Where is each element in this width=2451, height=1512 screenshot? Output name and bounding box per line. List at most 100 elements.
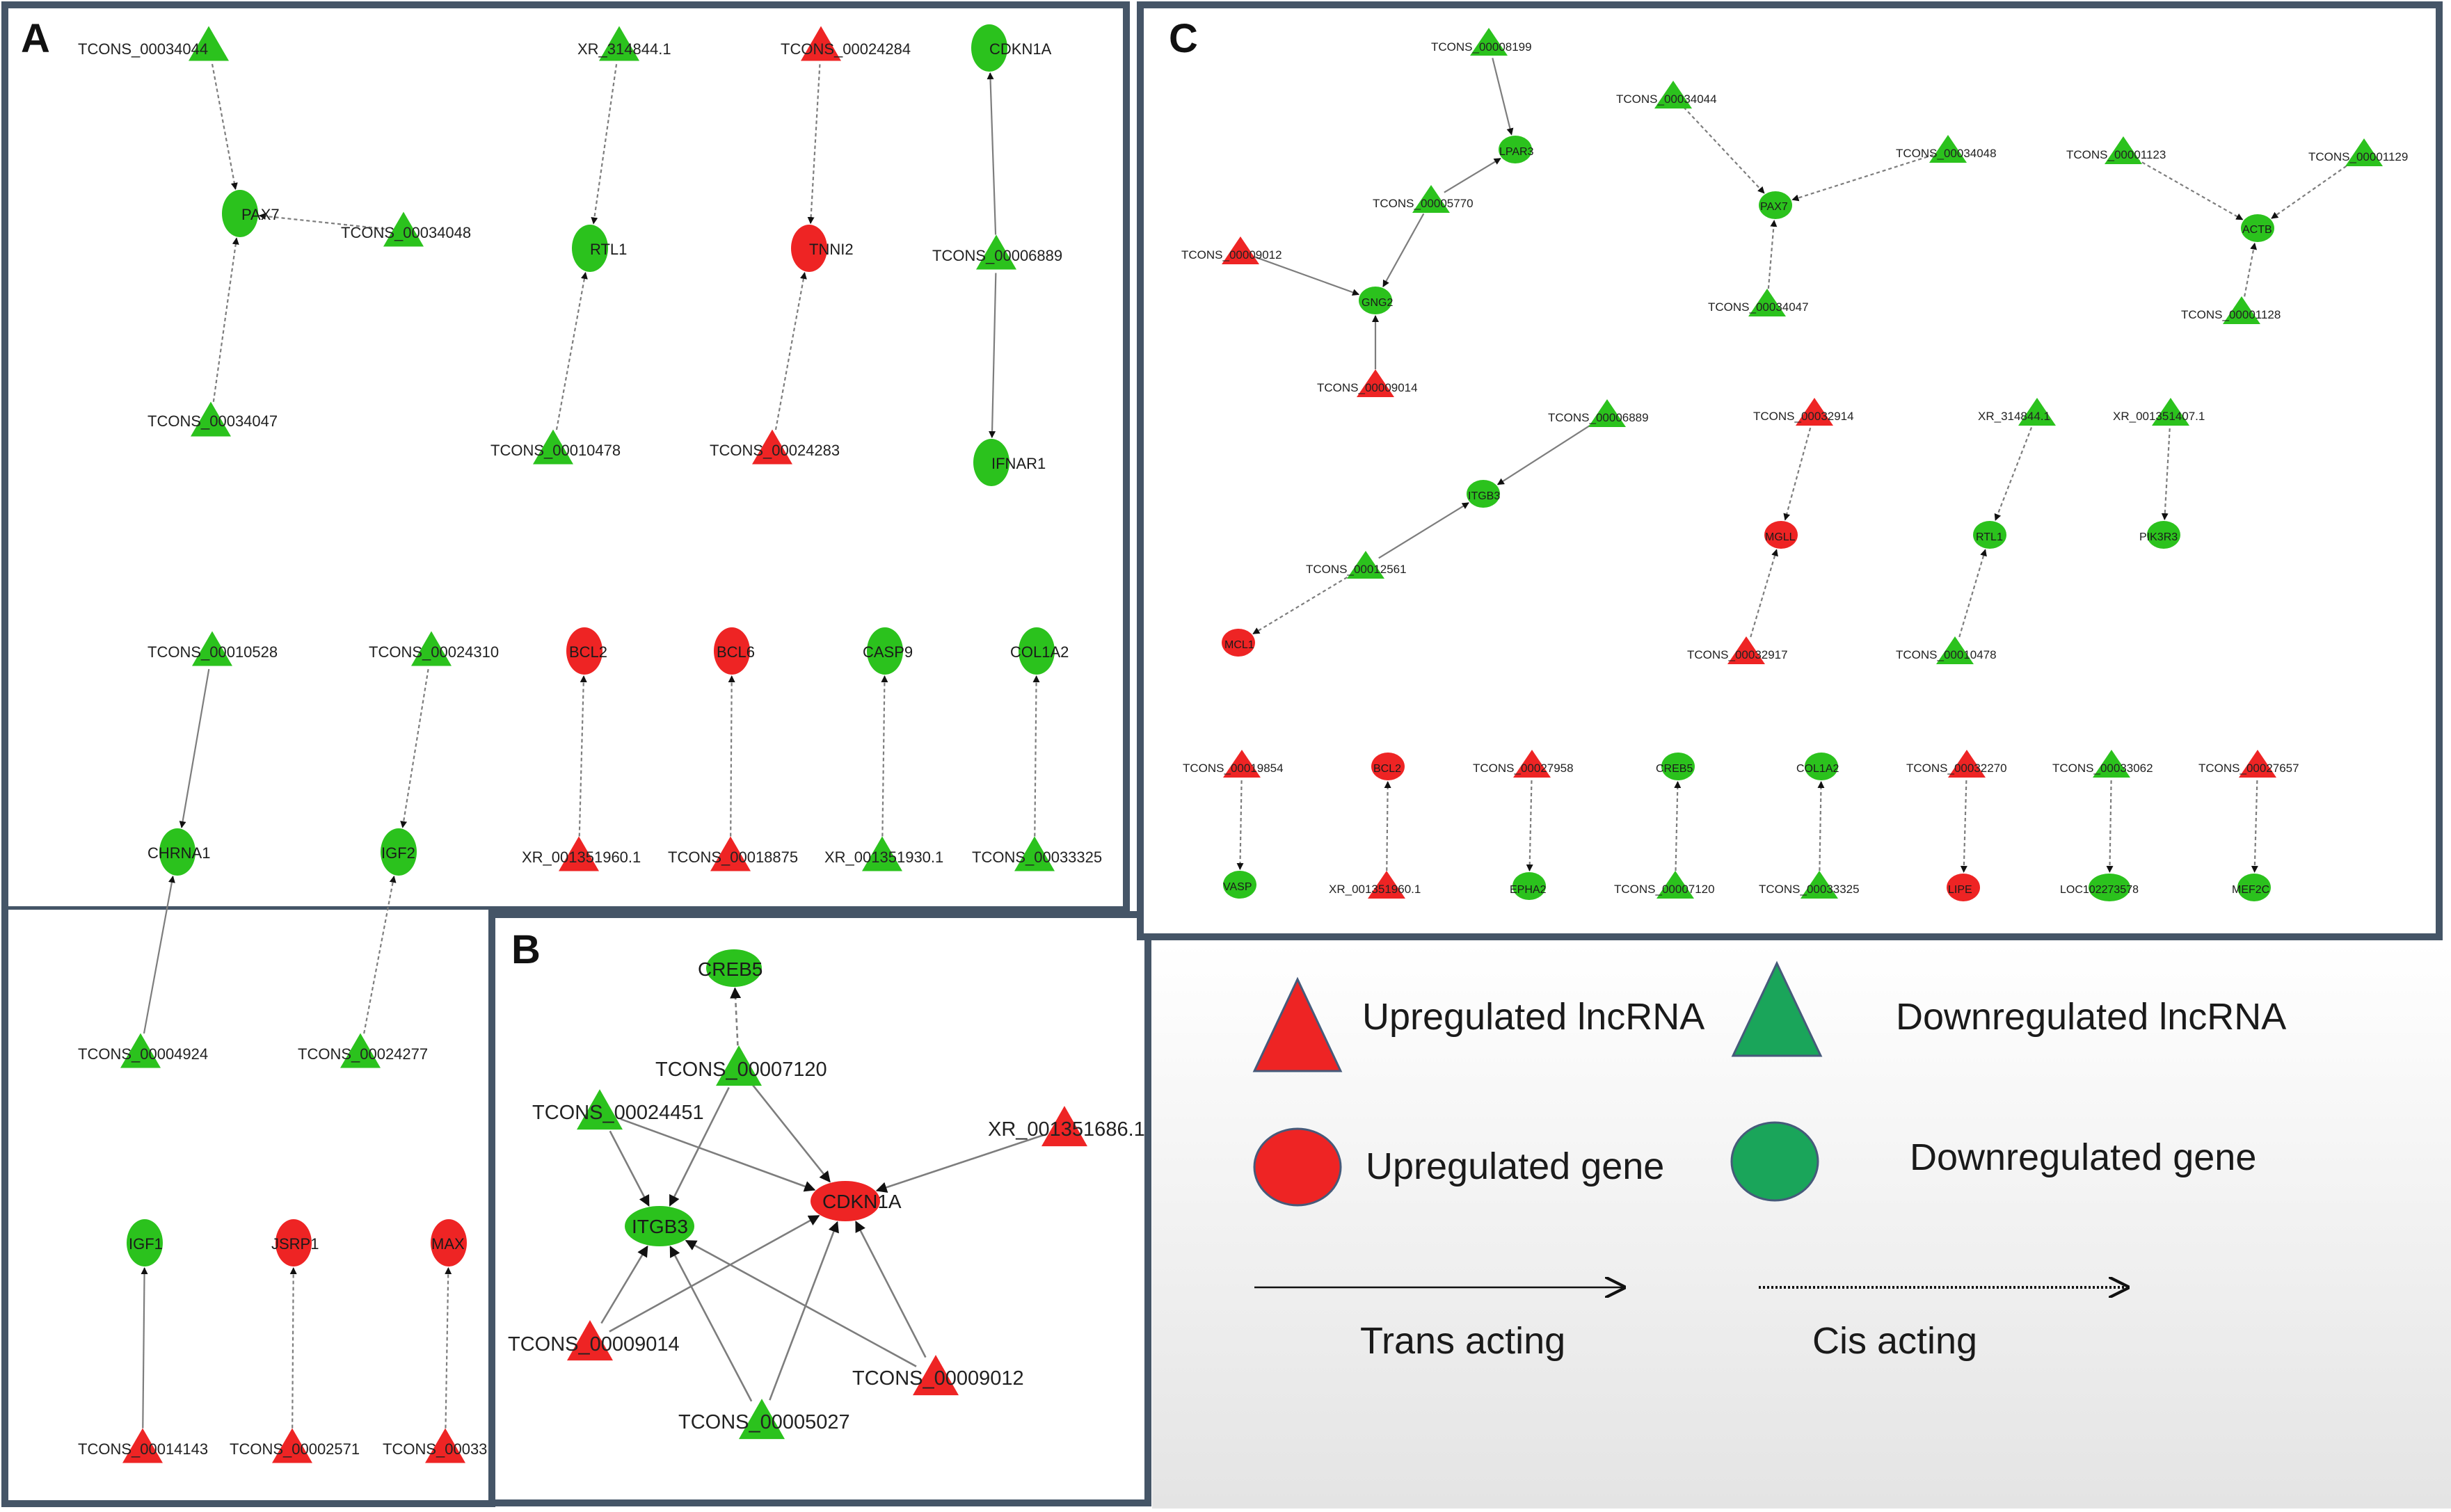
cis-edge — [728, 675, 735, 837]
trans-edge — [1254, 256, 1360, 296]
node-label: TCONS_00004924 — [78, 1045, 208, 1063]
node-label: TCONS_00027657 — [2198, 762, 2299, 775]
nodes-layer — [120, 24, 2383, 1463]
trans-edge — [669, 1246, 753, 1402]
trans-edge — [669, 1086, 730, 1207]
node-label: TCONS_00019854 — [1183, 762, 1284, 775]
downregulated-gene-node — [625, 1206, 694, 1246]
trans-edge — [987, 72, 997, 235]
node-label: XR_314844.1 — [577, 40, 671, 58]
node-label: TCONS_00006889 — [1548, 411, 1649, 424]
upregulated-gene-node — [791, 225, 827, 272]
gene-label: BCL6 — [717, 643, 755, 661]
node-label: TCONS_00001128 — [2181, 308, 2281, 321]
gene-label: IGF2 — [381, 844, 415, 862]
downregulated-lncrna-node — [383, 211, 424, 247]
gene-label: COL1A2 — [1796, 763, 1839, 775]
cis-edge — [1032, 675, 1040, 837]
downregulated-lncrna-node — [1470, 28, 1508, 56]
cis-edge — [2136, 158, 2244, 220]
panel-c-frame — [1137, 1, 2443, 940]
node-label: TCONS_00010478 — [490, 442, 621, 459]
cis-edge — [1526, 780, 1533, 872]
downregulated-lncrna-node — [739, 1399, 785, 1440]
gene-label: CDKN1A — [822, 1191, 902, 1212]
gene-label: LIPE — [1948, 884, 1972, 896]
gene-label: PAX7 — [1760, 201, 1788, 213]
gene-label: EPHA2 — [1510, 884, 1547, 896]
gene-label: MAX — [431, 1235, 465, 1253]
node-label: TCONS_00024310 — [369, 643, 499, 661]
upregulated-lncrna-node — [1357, 369, 1394, 397]
panel-a-lower-frame — [1, 910, 495, 1507]
upregulated-lncrna-node — [1948, 750, 1986, 778]
gene-label: JSRP1 — [271, 1235, 319, 1253]
downregulated-gene-node — [867, 627, 903, 675]
legend-cis-label: Cis acting — [1812, 1320, 1977, 1362]
downregulated-gene-node — [2241, 214, 2274, 242]
trans-edge — [1444, 157, 1501, 193]
legend-up-gene-label: Upregulated gene — [1366, 1145, 1664, 1187]
gene-label: VASP — [1223, 881, 1252, 893]
cis-edge — [400, 668, 429, 828]
gene-label: CASP9 — [863, 643, 913, 661]
panel-b-letter: B — [511, 927, 541, 972]
cis-edge — [555, 272, 588, 431]
trans-edge — [685, 1239, 917, 1367]
legend-up-lncrna-triangle — [1252, 976, 1343, 1072]
panel-a-letter: A — [21, 16, 50, 61]
node-label: XR_001351407.1 — [2113, 410, 2205, 423]
node-label: TCONS_00014143 — [78, 1440, 208, 1458]
node-label: TCONS_00034044 — [78, 40, 208, 58]
legend-up-gene-circle — [1253, 1127, 1342, 1207]
cis-edge — [2161, 428, 2171, 521]
node-label: TCONS_00009012 — [1181, 248, 1282, 262]
gene-label: LPAR3 — [1499, 146, 1534, 158]
legend-down-gene-label: Downregulated gene — [1910, 1136, 2256, 1178]
node-label: TCONS_00033325 — [1759, 883, 1860, 896]
downregulated-gene-node — [127, 1219, 163, 1266]
legend-down-lncrna-label: Downregulated lncRNA — [1896, 996, 2286, 1038]
downregulated-gene-node — [1467, 480, 1500, 508]
cis-edge — [591, 64, 618, 225]
upregulated-gene-node — [811, 1181, 880, 1221]
cis-edge — [1958, 549, 1987, 638]
downregulated-lncrna-node — [577, 1089, 623, 1130]
downregulated-gene-node — [1805, 753, 1838, 780]
node-label: TCONS_00009014 — [1317, 381, 1418, 394]
downregulated-lncrna-node — [1347, 551, 1384, 579]
upregulated-lncrna-node — [1796, 398, 1833, 426]
gene-label: CREB5 — [698, 958, 763, 980]
node-label: TCONS_00034048 — [1896, 147, 1997, 160]
downregulated-gene-node — [1499, 136, 1532, 163]
cis-edge — [211, 63, 238, 190]
downregulated-gene-node — [572, 225, 608, 272]
upregulated-lncrna-node — [559, 836, 599, 871]
node-label: TCONS_00001123 — [2066, 148, 2166, 161]
upregulated-gene-node — [1371, 753, 1405, 780]
labels-layer: TCONS_00034044 PAX7 TCONS_00034048 TCONS… — [78, 40, 2408, 1458]
downregulated-lncrna-node — [2152, 398, 2189, 426]
gene-label: ITGB3 — [1468, 490, 1500, 502]
gene-label: CREB5 — [1656, 763, 1693, 775]
cis-edge — [1750, 549, 1778, 638]
gene-label: CHRNA1 — [147, 844, 210, 862]
gene-label: MGLL — [1765, 531, 1796, 543]
gene-label: ITGB3 — [632, 1216, 688, 1237]
cis-edge — [2106, 780, 2114, 874]
trans-edge — [179, 668, 210, 828]
trans-edge — [600, 1245, 648, 1324]
downregulated-lncrna-node — [1654, 81, 1692, 108]
trans-edge — [1496, 421, 1595, 485]
downregulated-lncrna-node — [1412, 185, 1450, 213]
downregulated-lncrna-node — [1936, 636, 1974, 664]
node-label: TCONS_00002571 — [230, 1440, 360, 1458]
downregulated-gene-node — [1019, 627, 1055, 675]
downregulated-gene-node — [159, 828, 195, 876]
node-label: TCONS_00024284 — [781, 40, 911, 58]
downregulated-lncrna-node — [976, 234, 1016, 270]
upregulated-gene-node — [566, 627, 602, 675]
gene-label: PIK3R3 — [2139, 531, 2178, 543]
cis-edge — [363, 875, 397, 1034]
